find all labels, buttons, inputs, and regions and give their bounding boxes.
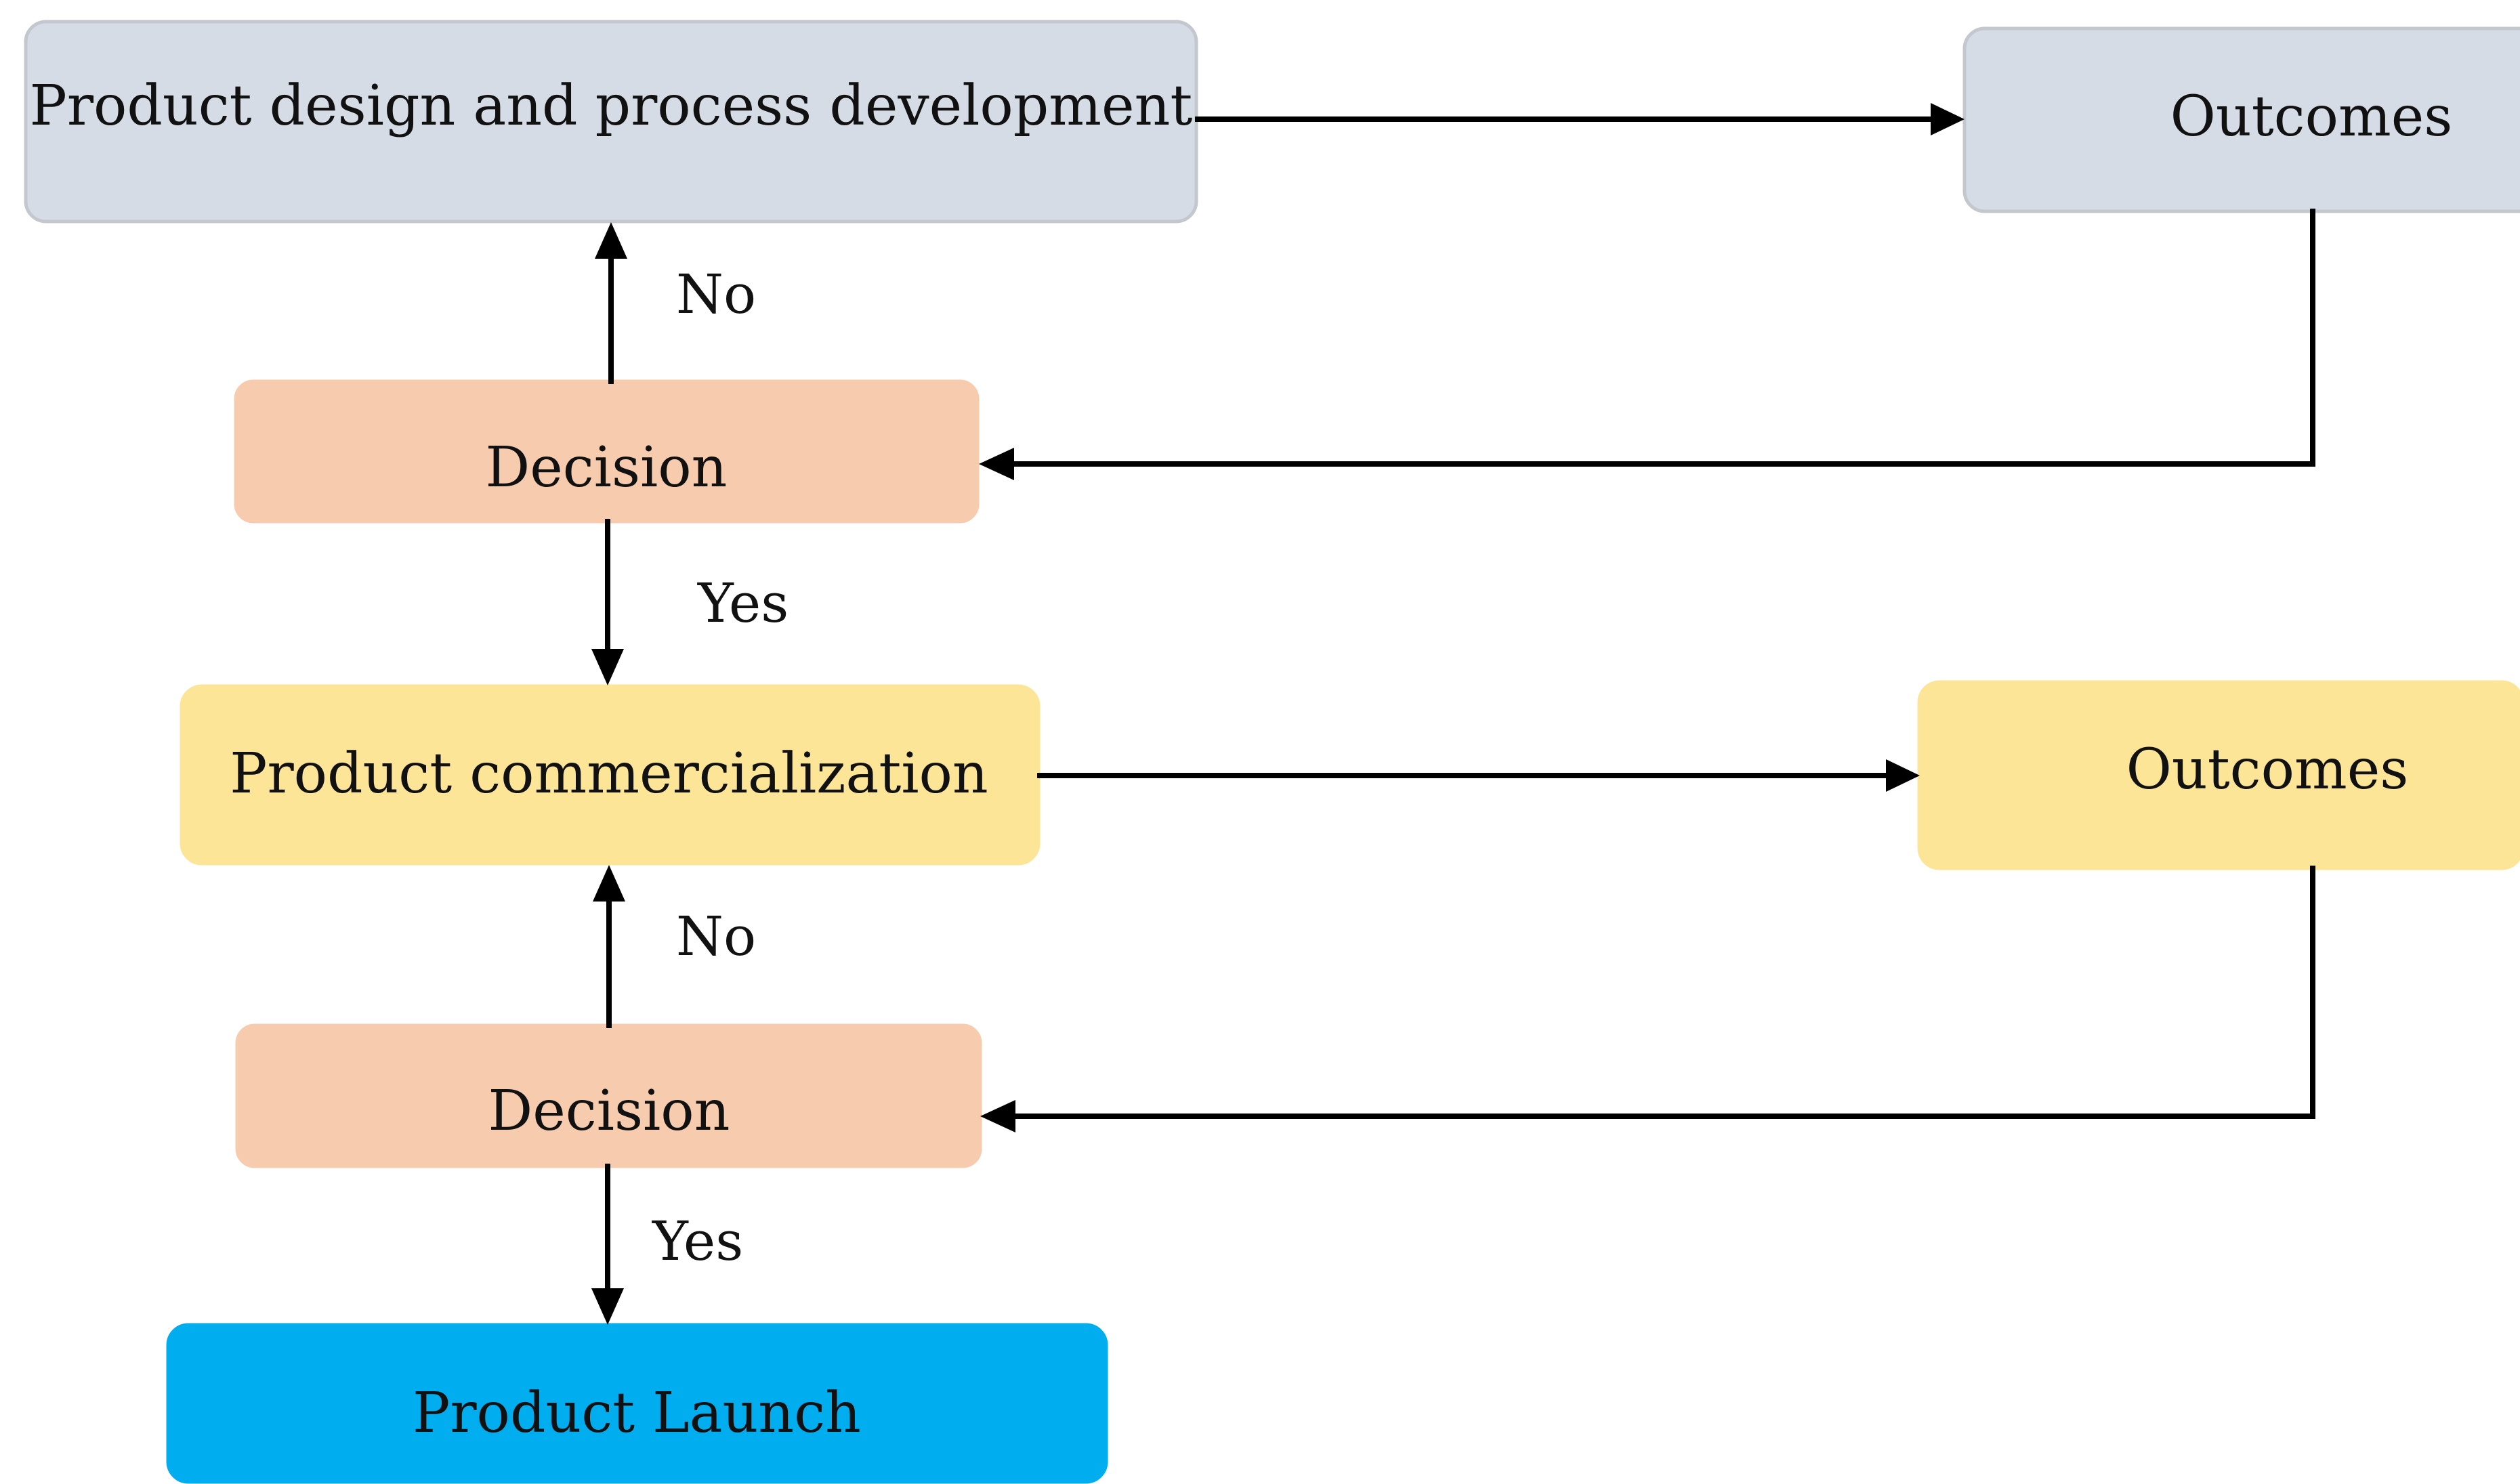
design-label: Product design and process development xyxy=(30,74,1193,138)
edge-design-to-outcomes xyxy=(1195,103,1965,135)
node-decision-top: Decision xyxy=(234,379,980,524)
outcomes-top-box xyxy=(1962,26,2520,213)
edge-label-yes-bottom: Yes xyxy=(652,1210,743,1273)
edge-decision-bottom-yes: Yes xyxy=(591,1164,743,1325)
arrow-head-icon xyxy=(1886,759,1920,792)
launch-label: Product Launch xyxy=(413,1381,861,1445)
node-decision-bottom: Decision xyxy=(235,1023,982,1168)
commercialization-label: Product commercialization xyxy=(230,742,988,806)
node-design: Product design and process development xyxy=(24,20,1198,224)
edge-outcomes-to-decision-top-line xyxy=(1008,209,2315,467)
arrow-head-icon xyxy=(979,448,1014,480)
edge-outcomes-to-decision-top xyxy=(979,209,2315,480)
edge-decision-top-no: No xyxy=(595,222,756,384)
launch-box xyxy=(166,1323,1108,1484)
arrow-head-icon xyxy=(1931,103,1965,135)
arrow-head-icon xyxy=(591,649,624,685)
node-launch: Product Launch xyxy=(166,1323,1108,1484)
edge-commercialization-to-outcomes xyxy=(1037,759,1920,792)
decision-top-label: Decision xyxy=(486,436,728,500)
node-outcomes-mid: Outcomes xyxy=(1917,680,2520,870)
arrow-head-icon xyxy=(593,865,625,902)
edge-label-no-bottom: No xyxy=(676,905,756,968)
edge-decision-top-yes: Yes xyxy=(591,519,789,685)
edge-outcomes-to-decision-bottom-line xyxy=(1009,866,2315,1119)
node-outcomes-top: Outcomes xyxy=(1962,26,2520,213)
decision-bottom-label: Decision xyxy=(488,1079,730,1143)
edge-label-no-top: No xyxy=(676,263,756,326)
outcomes-top-label: Outcomes xyxy=(2170,85,2453,149)
outcomes-mid-label: Outcomes xyxy=(2126,738,2409,802)
arrow-head-icon xyxy=(595,222,627,259)
arrow-head-icon xyxy=(591,1288,624,1325)
arrow-head-icon xyxy=(980,1100,1015,1132)
edge-outcomes-to-decision-bottom xyxy=(980,866,2315,1132)
outcomes-mid-box xyxy=(1917,680,2520,870)
node-commercialization: Product commercialization xyxy=(180,684,1041,866)
edge-decision-bottom-no: No xyxy=(593,865,756,1028)
edge-label-yes-top: Yes xyxy=(697,572,789,635)
